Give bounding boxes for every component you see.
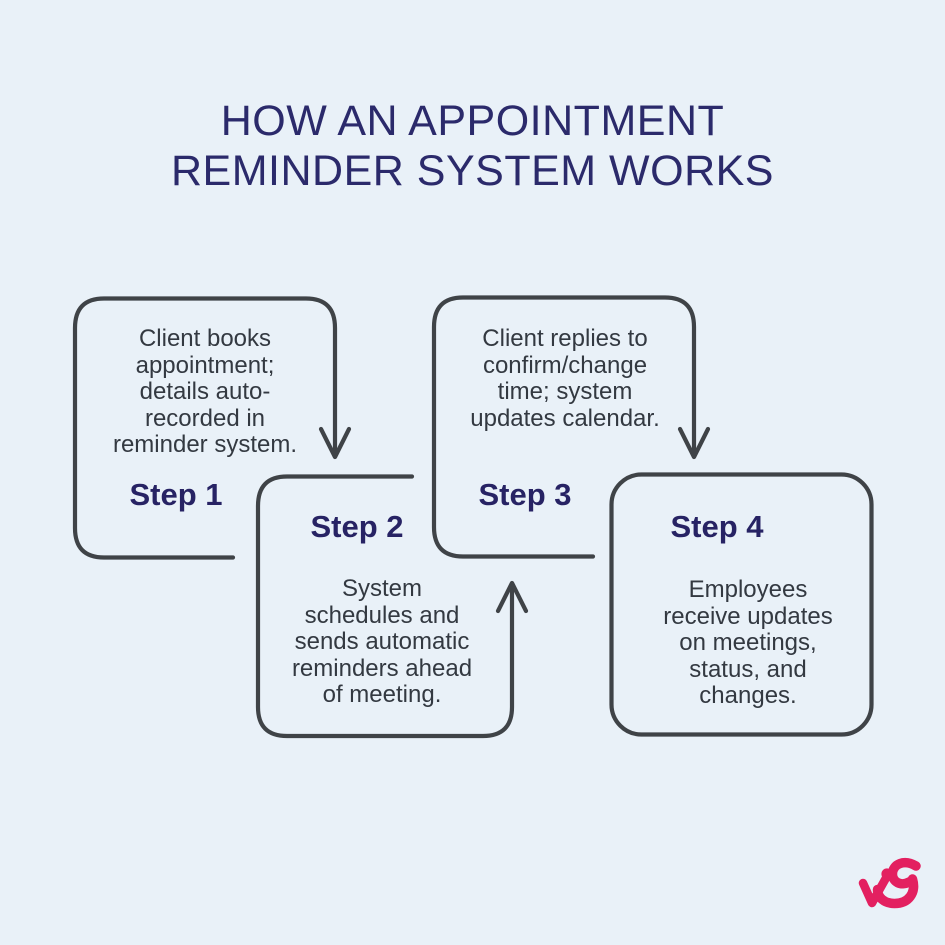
arrow-step1-to-step2 [318, 426, 352, 460]
step-4-description: Employees receive updates on meetings, s… [663, 576, 833, 709]
page-title: HOW AN APPOINTMENT REMINDER SYSTEM WORKS [0, 96, 945, 196]
arrow-step3-to-step4 [677, 426, 711, 460]
logo-s-bottom-bowl [872, 874, 919, 909]
arrow-step2-to-step3 [495, 580, 529, 614]
page-title-line-2: REMINDER SYSTEM WORKS [171, 147, 774, 195]
step-2-box-outline [255, 474, 515, 739]
page-title-line-1: HOW AN APPOINTMENT [220, 97, 725, 145]
step-2-description: System schedules and sends automatic rem… [291, 575, 473, 708]
logo-s-top-curl [887, 858, 921, 889]
step-3-description: Client replies to confirm/change time; s… [470, 325, 660, 432]
step-1-box-outline [72, 296, 338, 560]
step-3-label: Step 3 [478, 477, 572, 512]
step-3-box-outline [431, 295, 697, 559]
logo-v-shape [858, 873, 891, 908]
step-1-description: Client books appointment; details auto- … [112, 325, 298, 458]
step-1-label: Step 1 [129, 477, 223, 512]
step-4-label: Step 4 [670, 509, 764, 544]
step-4-box-outline [609, 472, 874, 737]
step-2-label: Step 2 [310, 509, 404, 544]
vs-brand-logo-icon [858, 858, 921, 909]
